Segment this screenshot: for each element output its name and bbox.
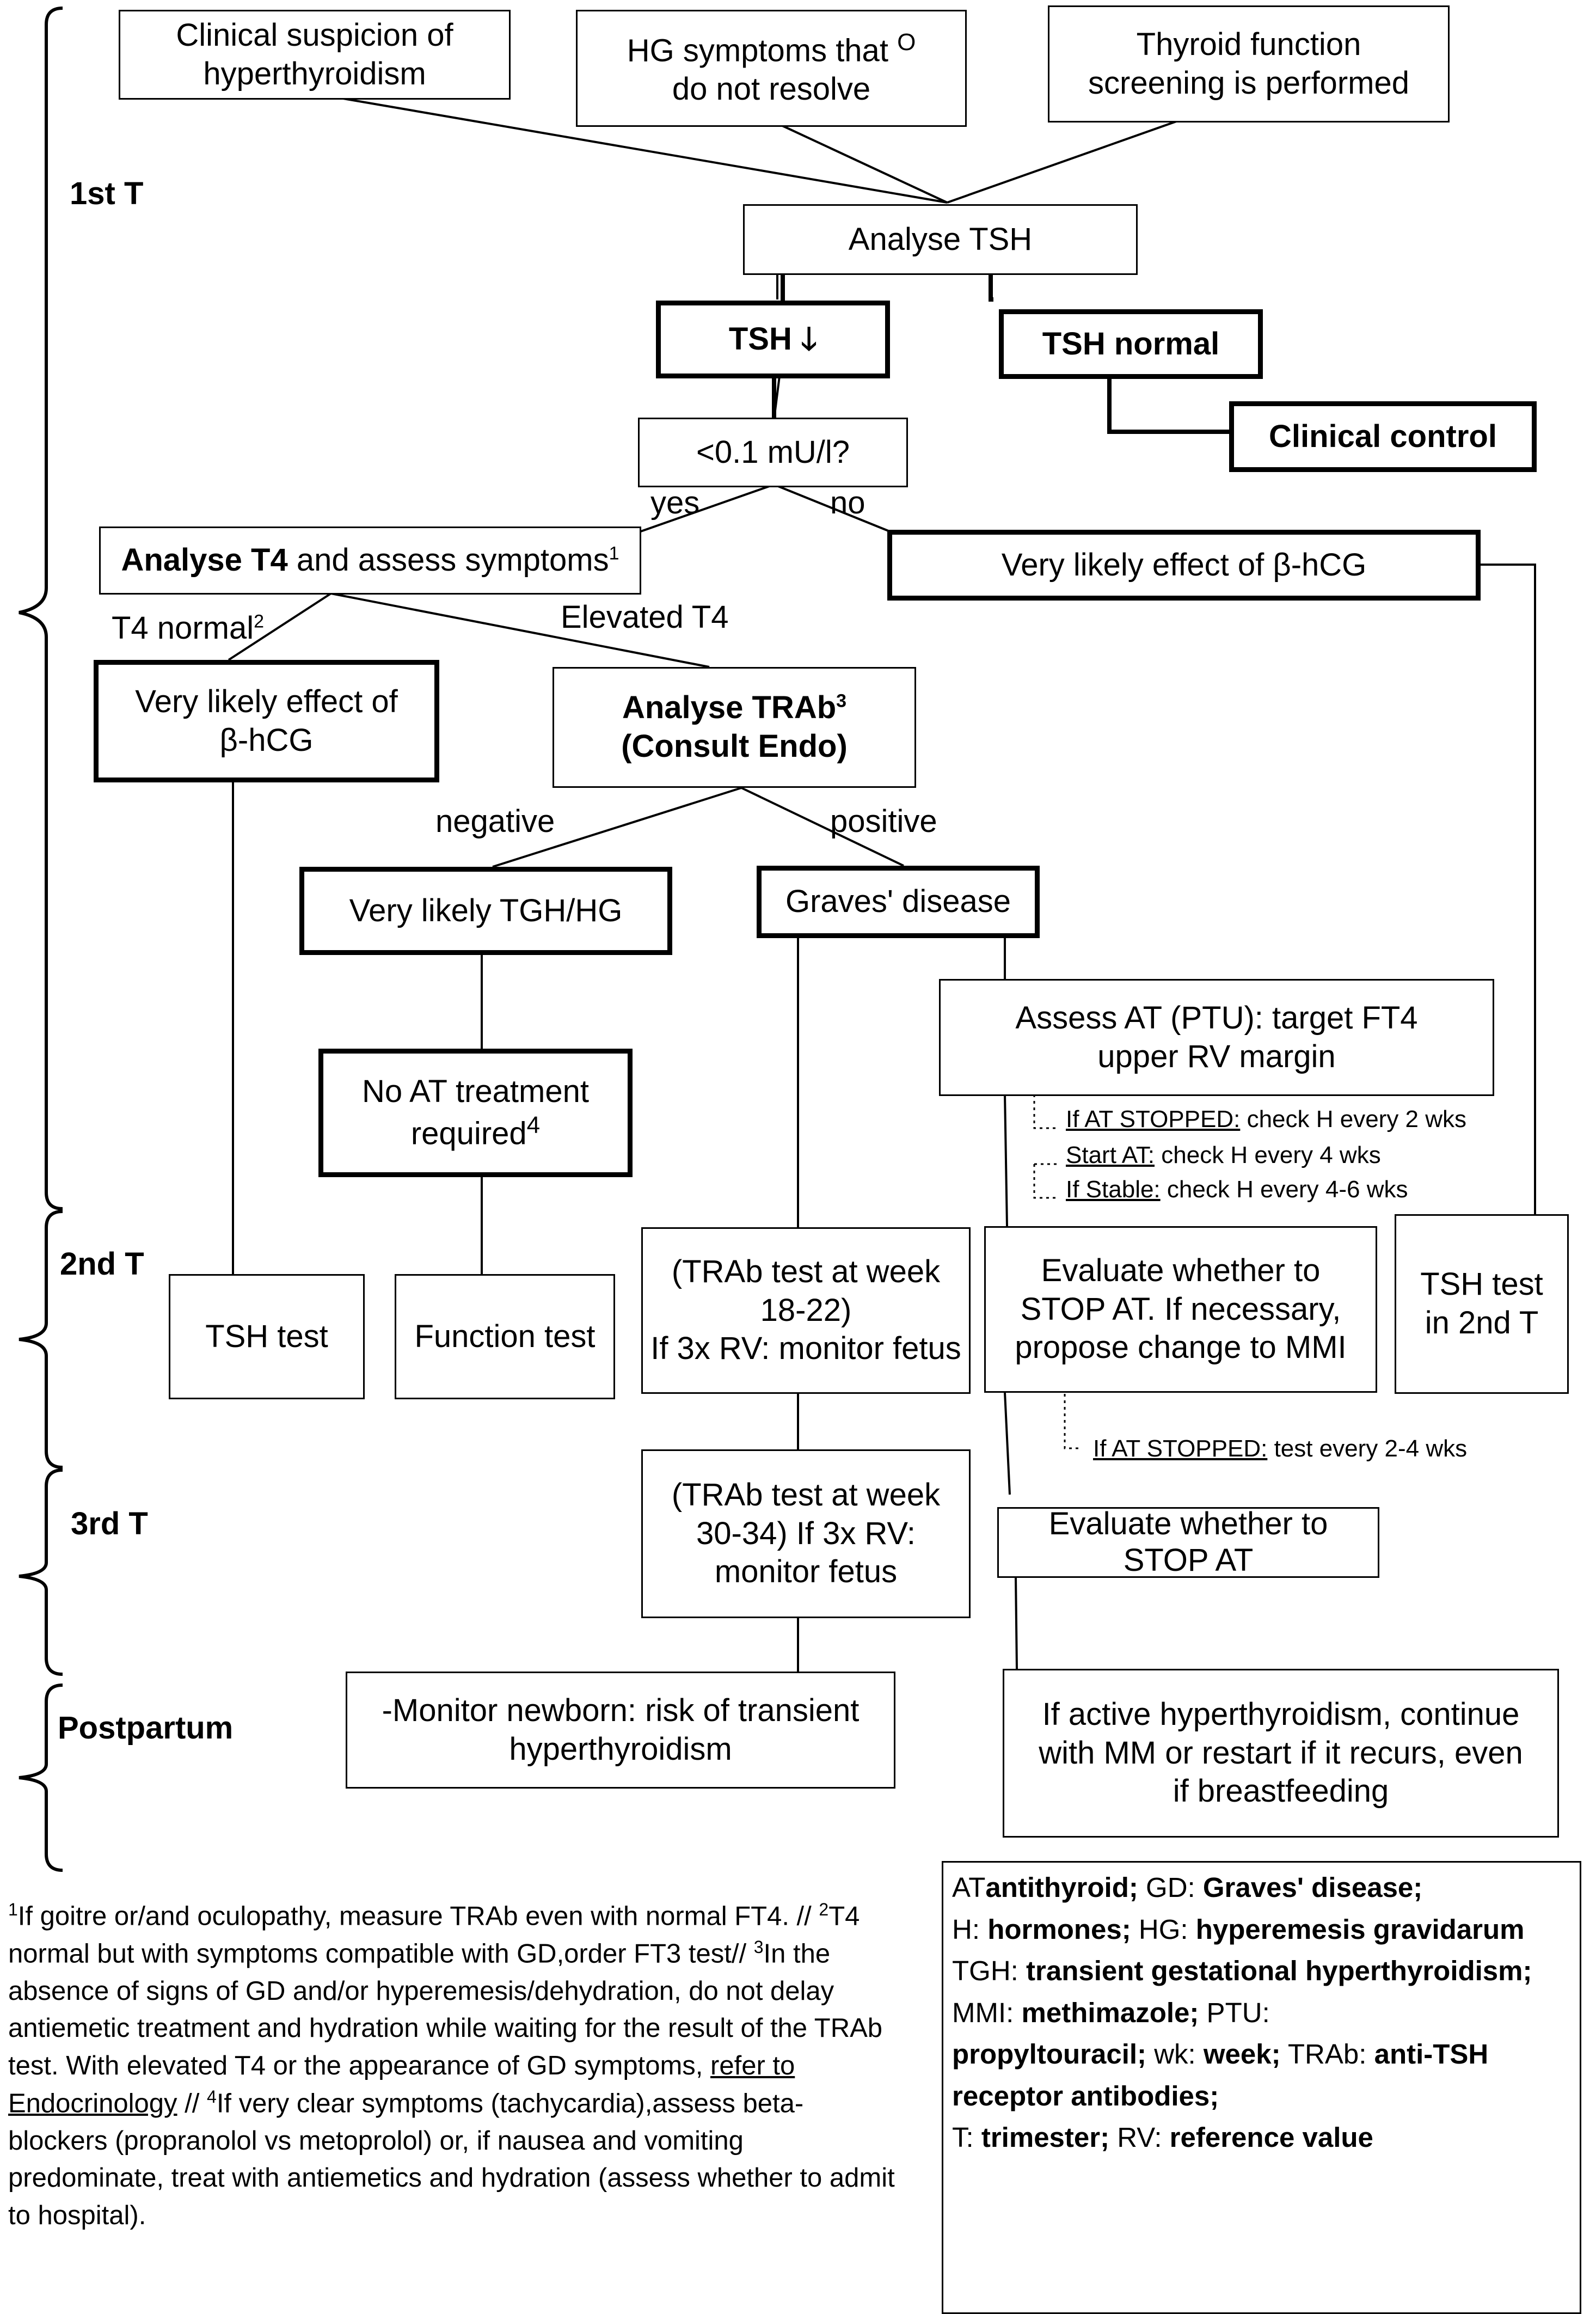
brace-3rd-t xyxy=(19,1468,63,1676)
graves-disease-box: Graves' disease xyxy=(757,866,1040,938)
footnote-ref-3: 3 xyxy=(836,690,847,712)
abbr-t: T xyxy=(952,2122,966,2153)
analyse-t4-bold-text: Analyse T4 xyxy=(121,542,288,578)
monitor-stable: If Stable: check H every 4-6 wks xyxy=(1066,1176,1408,1203)
analyse-tsh-text: Analyse TSH xyxy=(848,221,1033,257)
monitor-start-at: Start AT: check H every 4 wks xyxy=(1066,1142,1381,1168)
trab-3rd-trimester-box: (TRAb test at week 30-34) If 3x RV: moni… xyxy=(641,1449,971,1618)
hg-symptoms-text: HG symptoms that xyxy=(627,33,888,69)
trimester-label-1st: 1st T xyxy=(70,176,144,211)
hg-symptoms-text-2: do not resolve xyxy=(672,71,871,107)
refer-to-endocrinology-link: refer to Endocrinology xyxy=(8,2051,795,2118)
evaluate-stop-box: Evaluate whether to STOP AT. If necessar… xyxy=(984,1226,1377,1393)
no-at-treatment-text: No AT treatment xyxy=(362,1073,589,1109)
tsh-test-2nd-box: TSH test in 2nd T xyxy=(1395,1214,1569,1394)
trimester-label-2nd: 2nd T xyxy=(60,1246,144,1282)
edge-label-no: no xyxy=(830,485,865,521)
hg-symptoms-o: O xyxy=(897,29,916,56)
abbr-ptu: PTU xyxy=(1199,1997,1262,2028)
threshold-text: <0.1 mU/l? xyxy=(696,434,850,470)
thyroid-screening-box: Thyroid function screening is performed xyxy=(1048,5,1450,123)
function-test-text: Function test xyxy=(414,1318,596,1354)
tsh-normal-text: TSH normal xyxy=(1042,326,1220,362)
tsh-test-2nd-text: TSH test in 2nd T xyxy=(1420,1266,1543,1340)
likely-bhcg-left-text: Very likely effect of β-hCG xyxy=(135,683,398,758)
analyse-trab-box: Analyse TRAb3 (Consult Endo) xyxy=(553,667,916,788)
analyse-trab-text-2: (Consult Endo) xyxy=(621,729,848,764)
footnote-ref-4: 4 xyxy=(526,1112,541,1139)
hg-symptoms-box: HG symptoms that O do not resolve xyxy=(576,10,967,127)
down-arrow-icon: 🡓 xyxy=(800,321,818,357)
likely-bhcg-right-box: Very likely effect of β-hCG xyxy=(887,530,1481,601)
monitor-at-stopped: If AT STOPPED: check H every 2 wks xyxy=(1066,1106,1467,1132)
edge-label-positive: positive xyxy=(830,804,937,839)
tsh-low-box: TSH 🡓 xyxy=(656,301,890,378)
active-hyperthyroidism-box: If active hyperthyroidism, continue with… xyxy=(1003,1669,1559,1838)
clinical-control-text: Clinical control xyxy=(1269,418,1497,454)
trab-3rd-text: (TRAb test at week 30-34) If 3x RV: moni… xyxy=(671,1477,941,1590)
assess-at-box: Assess AT (PTU): target FT4 upper RV mar… xyxy=(939,979,1494,1096)
trab-2nd-trimester-box: (TRAb test at week 18-22) If 3x RV: moni… xyxy=(641,1227,971,1394)
abbr-gd: GD xyxy=(1138,1872,1188,1903)
analyse-t4-box: Analyse T4 and assess symptoms1 xyxy=(99,527,641,595)
evaluate-stop-3rd-text: Evaluate whether to STOP AT xyxy=(1048,1506,1328,1578)
analyse-t4-text: and assess symptoms xyxy=(287,542,609,578)
likely-bhcg-left-box: Very likely effect of β-hCG xyxy=(94,660,439,782)
trimester-label-postpartum: Postpartum xyxy=(58,1710,234,1746)
footnotes: 1If goitre or/and oculopathy, measure TR… xyxy=(8,1900,895,2230)
trimester-label-3rd: 3rd T xyxy=(71,1506,148,1541)
abbr-wk: wk xyxy=(1146,2038,1188,2070)
graves-disease-text: Graves' disease xyxy=(785,884,1011,920)
active-hyperthyroidism-text: If active hyperthyroidism, continue with… xyxy=(1039,1696,1523,1809)
abbr-hg: HG xyxy=(1131,1913,1181,1945)
brace-postpartum xyxy=(19,1684,63,1872)
abbr-trab: TRAb xyxy=(1280,2038,1359,2070)
monitor-newborn-text: -Monitor newborn: risk of transient hype… xyxy=(382,1692,860,1767)
monitor-newborn-box: -Monitor newborn: risk of transient hype… xyxy=(346,1672,895,1789)
evaluate-stop-3rd-box: Evaluate whether to STOP AT xyxy=(997,1506,1379,1578)
abbr-rv: RV xyxy=(1109,2122,1155,2153)
tsh-test-box: TSH test xyxy=(169,1274,365,1399)
abbr-mmi: MMI xyxy=(952,1997,1006,2028)
abbreviations-legend: ATantithyroid; GD: Graves' disease; H: h… xyxy=(942,1861,1581,2314)
clinical-control-box: Clinical control xyxy=(1229,401,1537,472)
edge-label-negative: negative xyxy=(435,804,555,839)
brace-1st-t xyxy=(19,7,63,1210)
assess-at-text: Assess AT (PTU): target FT4 upper RV mar… xyxy=(1015,1000,1418,1074)
tsh-normal-box: TSH normal xyxy=(999,309,1263,379)
likely-bhcg-right-text: Very likely effect of β-hCG xyxy=(1001,547,1367,583)
clinical-suspicion-box: Clinical suspicion of hyperthyroidism xyxy=(119,10,511,100)
analyse-tsh-box: Analyse TSH xyxy=(743,204,1138,275)
likely-tgh-box: Very likely TGH/HG xyxy=(299,867,672,955)
tsh-test-text: TSH test xyxy=(205,1318,328,1354)
monitor-at-stopped-3rd: If AT STOPPED: test every 2-4 wks xyxy=(1093,1435,1468,1462)
brace-2nd-t xyxy=(19,1210,63,1469)
trab-2nd-text-2: 18-22) xyxy=(760,1292,852,1328)
footnote-ref-1: 1 xyxy=(609,543,619,564)
clinical-suspicion-text: Clinical suspicion of hyperthyroidism xyxy=(176,17,453,91)
likely-tgh-text: Very likely TGH/HG xyxy=(349,892,623,928)
threshold-box: <0.1 mU/l? xyxy=(638,418,908,487)
edge-label-elevated-t4: Elevated T4 xyxy=(561,599,729,635)
analyse-trab-text: Analyse TRAb xyxy=(622,690,837,726)
trab-2nd-text-3: If 3x RV: monitor fetus xyxy=(650,1331,961,1367)
no-at-treatment-text-2: required xyxy=(410,1116,527,1152)
edge-label-t4-normal: T4 normal2 xyxy=(112,610,265,646)
tsh-low-text: TSH xyxy=(728,321,792,357)
no-at-treatment-box: No AT treatment required4 xyxy=(318,1049,633,1177)
trab-2nd-text-1: (TRAb test at week xyxy=(671,1253,941,1289)
edge-label-yes: yes xyxy=(650,485,700,521)
thyroid-screening-text: Thyroid function screening is performed xyxy=(1088,26,1409,101)
evaluate-stop-text: Evaluate whether to STOP AT. If necessar… xyxy=(1015,1252,1347,1366)
function-test-box: Function test xyxy=(395,1274,615,1399)
abbr-h: H xyxy=(952,1913,972,1945)
abbr-tgh: TGH xyxy=(952,1955,1011,1986)
abbr-at: AT xyxy=(952,1872,986,1903)
